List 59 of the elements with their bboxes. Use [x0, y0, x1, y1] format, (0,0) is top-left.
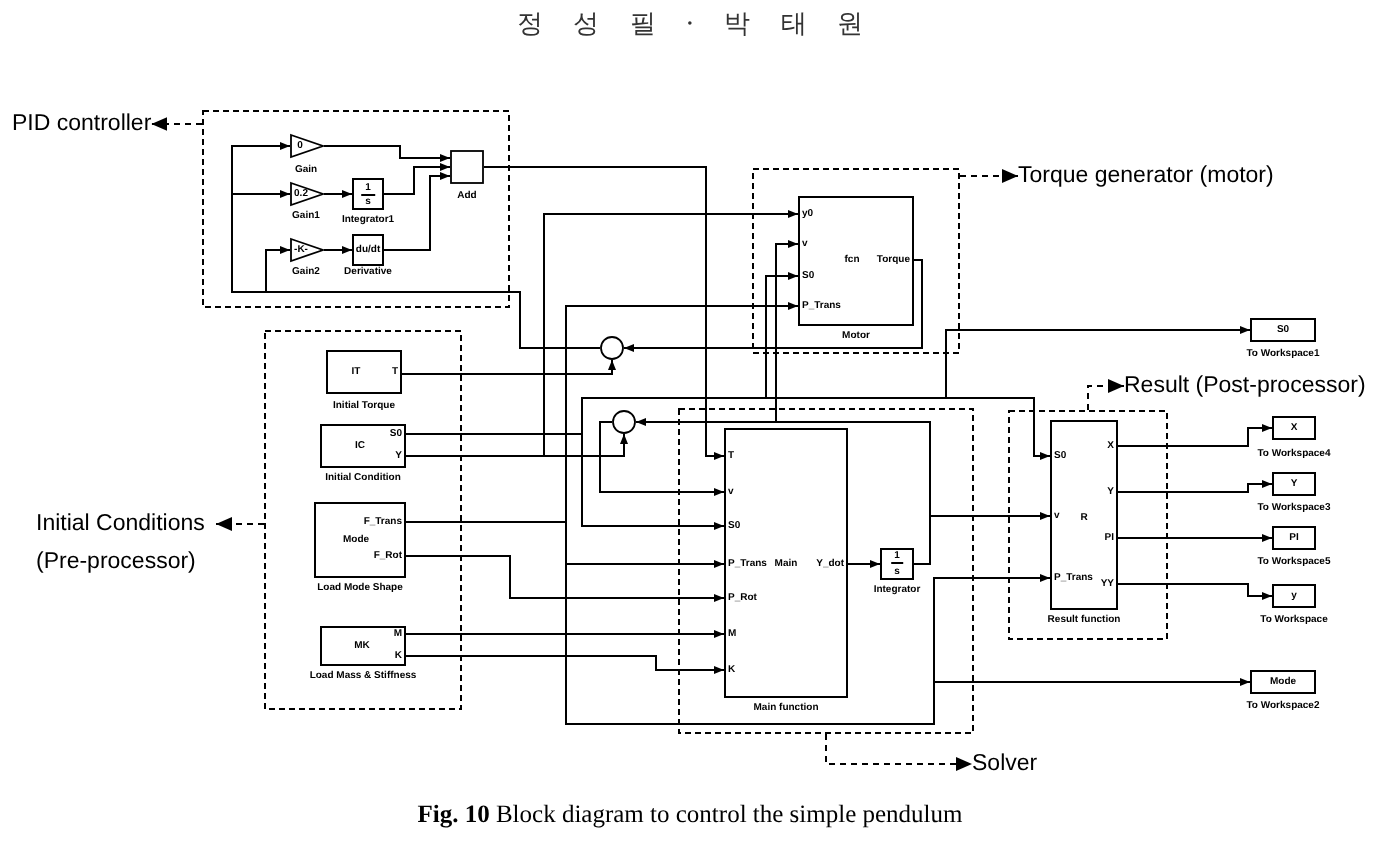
figure-caption: Fig. 10 Block diagram to control the simple pendulum	[417, 800, 963, 830]
signal-arrow	[847, 560, 881, 568]
sum-circle	[600, 336, 624, 360]
signal-arrow	[323, 145, 451, 162]
dashed-group-frame	[264, 330, 462, 710]
section-label: PID controller	[12, 110, 152, 138]
dashed-group-frame	[678, 408, 974, 734]
derivative-block	[352, 234, 384, 266]
gain-triangle	[290, 134, 324, 158]
dashed-leader-arrow	[959, 169, 1019, 183]
signal-arrow	[323, 246, 353, 254]
signal-arrow	[401, 359, 616, 375]
subsystem-block	[320, 424, 406, 468]
running-header: 정 성 필 · 박 태 원	[517, 8, 863, 42]
subsystem-block	[326, 350, 402, 394]
signal-arrow	[623, 259, 923, 352]
signal-arrow	[323, 190, 353, 198]
output-block	[1250, 670, 1316, 694]
dashed-leader-arrow	[150, 117, 203, 131]
output-block	[1250, 318, 1316, 342]
dashed-leader-arrow	[215, 517, 265, 531]
section-label: Torque generator (motor)	[1018, 162, 1274, 190]
dashed-group-frame	[202, 110, 510, 308]
signal-arrow	[383, 163, 451, 195]
sum-circle	[612, 410, 636, 434]
subsystem-block	[320, 626, 406, 666]
signal-arrow	[1117, 480, 1273, 493]
signal-arrow	[383, 172, 451, 251]
integrator-block	[352, 178, 384, 210]
function-block	[798, 196, 914, 326]
signal-arrow	[405, 655, 725, 674]
signal-arrow	[599, 421, 725, 496]
function-block	[724, 428, 848, 698]
section-label: Result (Post-processor)	[1124, 372, 1366, 400]
function-block	[1050, 420, 1118, 610]
output-block	[1272, 526, 1316, 550]
signal-arrow	[913, 512, 1051, 565]
output-block	[1272, 584, 1316, 608]
integrator-block	[880, 548, 914, 580]
signal-arrow	[405, 630, 725, 638]
dashed-group-frame	[752, 168, 960, 354]
section-label: Initial Conditions (Pre-processor)	[36, 505, 216, 581]
signal-arrow	[1117, 583, 1273, 600]
signal-arrow	[405, 433, 628, 457]
dashed-group-frame	[1008, 410, 1168, 640]
signal-arrow	[483, 166, 725, 460]
signal-arrow	[1117, 424, 1273, 447]
output-block	[1272, 416, 1316, 440]
subsystem-block	[314, 502, 406, 578]
signal-arrow	[405, 555, 725, 602]
gain-triangle	[290, 182, 324, 206]
output-block	[1272, 472, 1316, 496]
signal-arrow	[1117, 534, 1273, 542]
dashed-leader-arrow	[1087, 379, 1125, 411]
section-label: Solver	[972, 750, 1038, 778]
add-block	[450, 150, 484, 184]
signal-arrow	[265, 246, 601, 349]
gain-triangle	[290, 238, 324, 262]
dashed-leader-arrow	[825, 733, 973, 771]
